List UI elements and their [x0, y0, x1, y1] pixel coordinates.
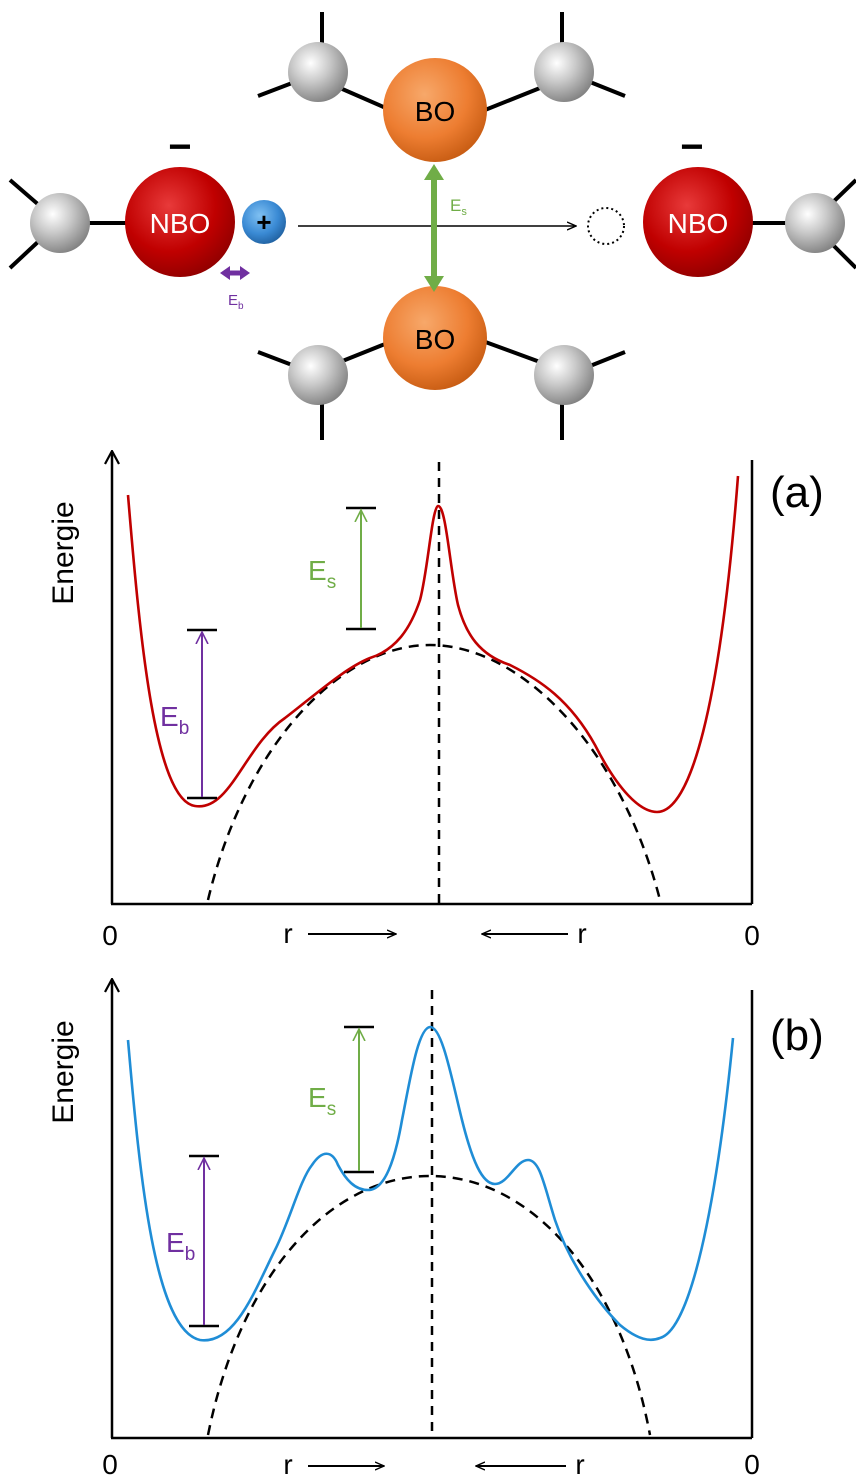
panel-b: Eb Es Energie (b) 0 0 r r: [47, 980, 824, 1479]
cation: [242, 200, 286, 244]
panel-b-energy-curve: [126, 1025, 735, 1342]
panel-b-es-arrow: [344, 1025, 374, 1174]
panel-b-eb-label: Eb: [166, 1227, 195, 1265]
panel-a-envelope-curve: [206, 643, 662, 901]
negative-charge-left: −: [168, 125, 191, 169]
panel-a-r-left-label: r: [283, 918, 292, 949]
network-atom: [534, 42, 594, 102]
panel-b-envelope-curve: [206, 1174, 652, 1436]
panel-b-r-right-label: r: [575, 1449, 584, 1479]
bo-top-label: BO: [415, 96, 455, 127]
network-atom: [288, 345, 348, 405]
panel-b-y-label: Energie: [47, 1020, 80, 1123]
eb-label-schematic: Eb: [228, 292, 244, 312]
non-bridging-oxygen-right: [643, 167, 753, 277]
network-atom: [785, 193, 845, 253]
panel-a: Eb Es Energie (a) 0 0 r r: [47, 452, 824, 951]
bo-bottom-label: BO: [415, 324, 455, 355]
panel-a-x-zero-right: 0: [744, 920, 760, 951]
vacant-site: [587, 207, 625, 245]
nbo-right-label: NBO: [668, 208, 729, 239]
es-label-schematic: Es: [450, 196, 467, 218]
panel-b-x-zero-right: 0: [744, 1449, 760, 1479]
panel-a-es-arrow: [346, 506, 376, 631]
panel-b-es-label: Es: [308, 1082, 336, 1120]
molecule-schematic: BO BO NBO NBO − − + Es Eb: [8, 12, 856, 440]
panel-a-x-zero-left: 0: [102, 920, 118, 951]
panel-a-r-right-label: r: [577, 918, 586, 949]
panel-a-energy-curve: [126, 475, 740, 814]
panel-b-tag: (b): [770, 1011, 824, 1060]
panel-a-eb-label: Eb: [160, 701, 189, 739]
panel-b-x-zero-left: 0: [102, 1449, 118, 1479]
cation-charge: +: [256, 207, 271, 237]
non-bridging-oxygen-left: [125, 167, 235, 277]
panel-b-r-left-label: r: [283, 1449, 292, 1479]
panel-a-tag: (a): [770, 468, 824, 517]
bridging-oxygen-bottom: [383, 286, 487, 390]
panel-a-eb-arrow: [187, 628, 217, 800]
negative-charge-right: −: [680, 125, 703, 169]
nbo-left-label: NBO: [150, 208, 211, 239]
panel-a-y-label: Energie: [47, 501, 80, 604]
panel-a-es-label: Es: [308, 555, 336, 593]
es-double-arrow: [424, 164, 444, 292]
panel-b-eb-arrow: [189, 1154, 219, 1328]
network-atom: [30, 193, 90, 253]
eb-double-arrow: [220, 266, 250, 280]
network-atom: [288, 42, 348, 102]
network-atom: [534, 345, 594, 405]
bridging-oxygen-top: [383, 58, 487, 162]
